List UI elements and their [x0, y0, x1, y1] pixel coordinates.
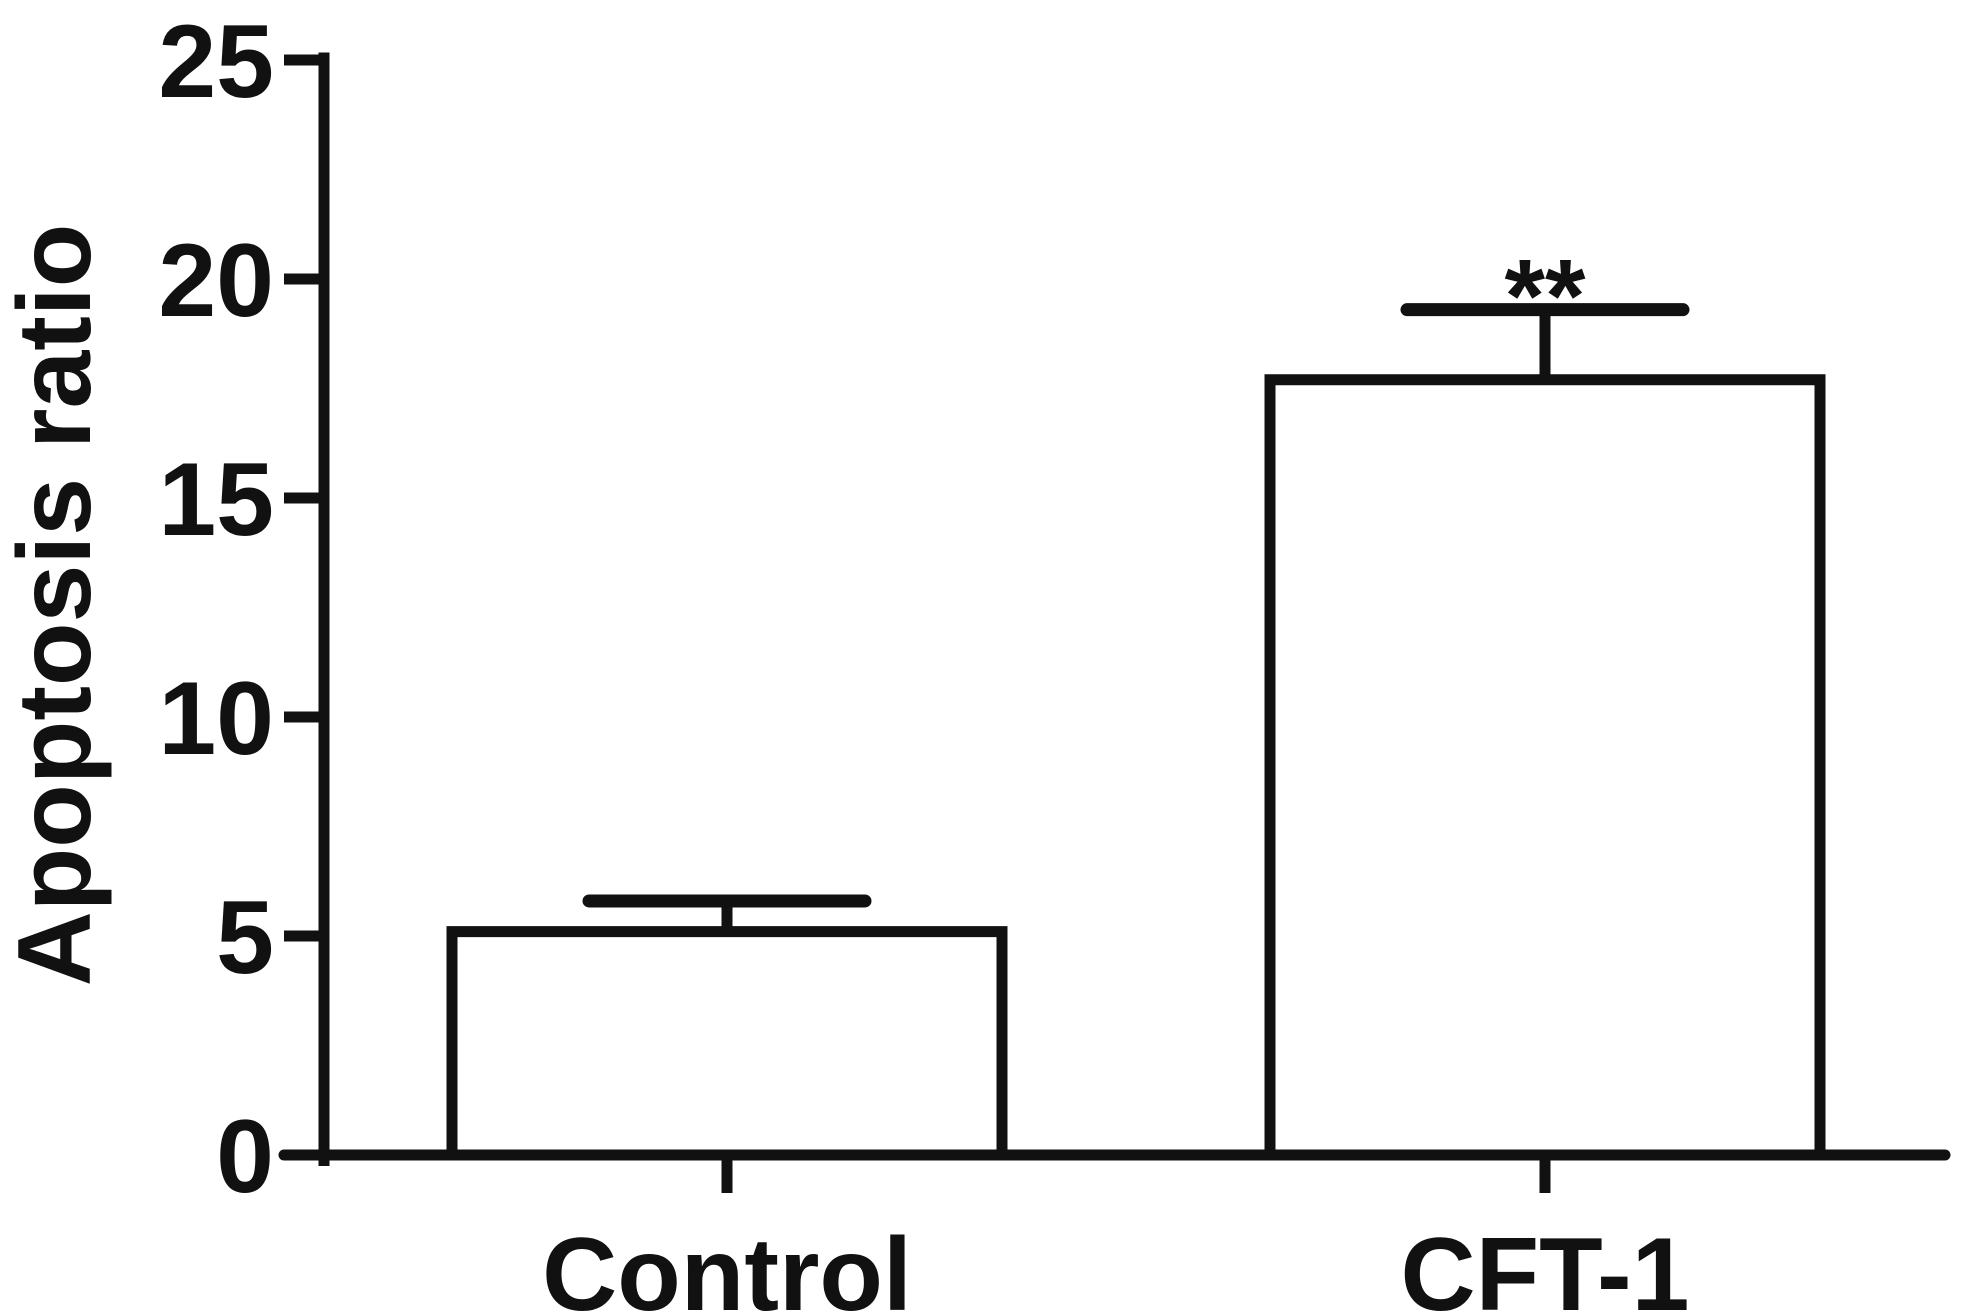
- y-tick-label: 0: [216, 1099, 274, 1215]
- y-tick-label: 25: [158, 4, 274, 120]
- y-tick-label: 20: [158, 223, 274, 339]
- y-tick-label: 10: [158, 661, 274, 777]
- bar: [446, 926, 1008, 1161]
- bars: [446, 303, 1826, 1161]
- significance-label: **: [1505, 239, 1586, 355]
- y-tick-label: 15: [158, 442, 274, 558]
- x-tick-label: Control: [542, 1217, 912, 1314]
- x-tick-label: CFT-1: [1401, 1217, 1690, 1314]
- bar: [1264, 374, 1826, 1161]
- y-axis-title: Apoptosis ratio: [0, 224, 113, 987]
- y-tick-label: 5: [216, 880, 274, 996]
